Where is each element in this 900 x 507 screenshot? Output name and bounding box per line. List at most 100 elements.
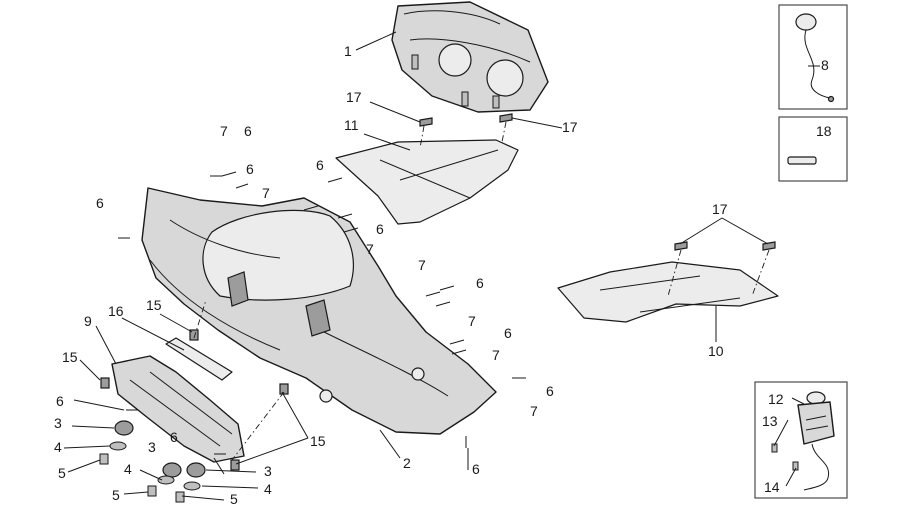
callout-3-c: 3 [264,463,272,479]
callout-7-g: 7 [530,403,538,419]
washer-left [109,441,127,451]
cluster-gauge-left [438,43,472,77]
leader-6-lower [73,399,469,475]
callout-17-a: 17 [346,89,362,105]
panel-clip-17a [419,117,433,127]
handlebar-cover [141,187,497,435]
cover-boss-2 [319,389,333,403]
side-panel-axes [667,249,770,297]
ignition-screw [771,443,778,453]
bolts [118,171,526,455]
upper-panel-creases [379,149,499,199]
upper-panel [335,113,519,225]
cluster-gauge-right [486,59,524,97]
callout-7-d: 7 [418,257,426,273]
washer-right [183,481,201,491]
callout-1: 1 [344,43,352,59]
grommet-mid [162,462,182,478]
panel-clip-17b [499,113,513,123]
callout-4-c: 4 [264,481,272,497]
clip-15b [189,329,199,341]
sensor-wire [804,29,831,99]
callout-12: 12 [768,391,784,407]
inset-ignition-switch [754,381,848,499]
callout-6-c: 6 [96,195,104,211]
callout-5-c: 5 [230,491,238,507]
cover-mount-left [227,271,249,307]
cluster-ridges [403,10,531,63]
callout-6-k: 6 [170,429,178,445]
callout-10: 10 [708,343,724,359]
grommet-left [114,420,134,436]
ignition-lock-body [797,401,835,445]
leader-lines [63,31,820,501]
callout-6-b: 6 [246,161,254,177]
trim-strip [165,337,233,381]
cover-opening [202,209,354,301]
callout-15-b: 15 [62,349,78,365]
side-panel [557,241,779,323]
callouts: 1 2 3 3 3 4 4 4 5 5 5 6 6 6 6 6 6 6 6 6 … [54,43,832,507]
side-panel-clip-b [762,241,776,251]
cluster-stud [411,54,419,70]
cover-contours [149,219,449,397]
cluster-stud-3 [492,95,500,109]
screw-left [99,453,109,465]
sensor-cap [795,13,817,31]
instrument-cluster [391,1,549,113]
clip-15c [279,383,289,395]
callout-13: 13 [762,413,778,429]
callout-7-e: 7 [468,313,476,329]
callout-15-c: 15 [310,433,326,449]
callout-14: 14 [764,479,780,495]
callout-7-c: 7 [366,241,374,257]
callout-9: 9 [84,313,92,329]
cover-boss [411,367,425,381]
callout-6-j: 6 [56,393,64,409]
screw-right [175,491,185,503]
leader-16 [121,317,185,351]
callout-6-g: 6 [504,325,512,341]
callout-6-i: 6 [472,461,480,477]
callout-18: 18 [816,123,832,139]
callout-7-f: 7 [492,347,500,363]
rubber-strip [787,156,817,165]
sensor-connector [827,95,835,103]
leader-1 [355,31,397,51]
clip-15d [230,459,240,471]
callout-4-b: 4 [124,461,132,477]
screw-mid [147,485,157,497]
inset-box-18 [778,116,848,182]
callout-4-a: 4 [54,439,62,455]
callout-11: 11 [344,117,359,133]
callout-5-a: 5 [58,465,66,481]
switch-housing-ribs [129,371,233,447]
side-panel-shape [557,261,779,323]
callout-6-e: 6 [376,221,384,237]
clip-15a [100,377,110,389]
leader-15 [79,313,309,465]
leader-9 [95,325,117,365]
callout-6-h: 6 [546,383,554,399]
callout-6-d: 6 [316,157,324,173]
leader-3-4-5 [63,425,259,501]
ignition-screw-lower [792,461,799,471]
ignition-wire [803,443,830,491]
axis-lines [193,121,507,461]
leader-2 [379,429,401,459]
callout-17-c: 17 [712,201,728,217]
hardware [99,171,526,503]
callout-2: 2 [403,455,411,471]
callout-7-b: 7 [262,185,270,201]
leader-17 [369,101,769,245]
inset-box-12 [754,381,848,499]
assembly-axes [193,121,507,461]
callout-16: 16 [108,303,124,319]
callout-5-b: 5 [112,487,120,503]
callout-6-a: 6 [244,123,252,139]
cluster-stud-2 [461,91,469,107]
ignition-lock-detail [805,415,829,431]
grommet-right [186,462,206,478]
